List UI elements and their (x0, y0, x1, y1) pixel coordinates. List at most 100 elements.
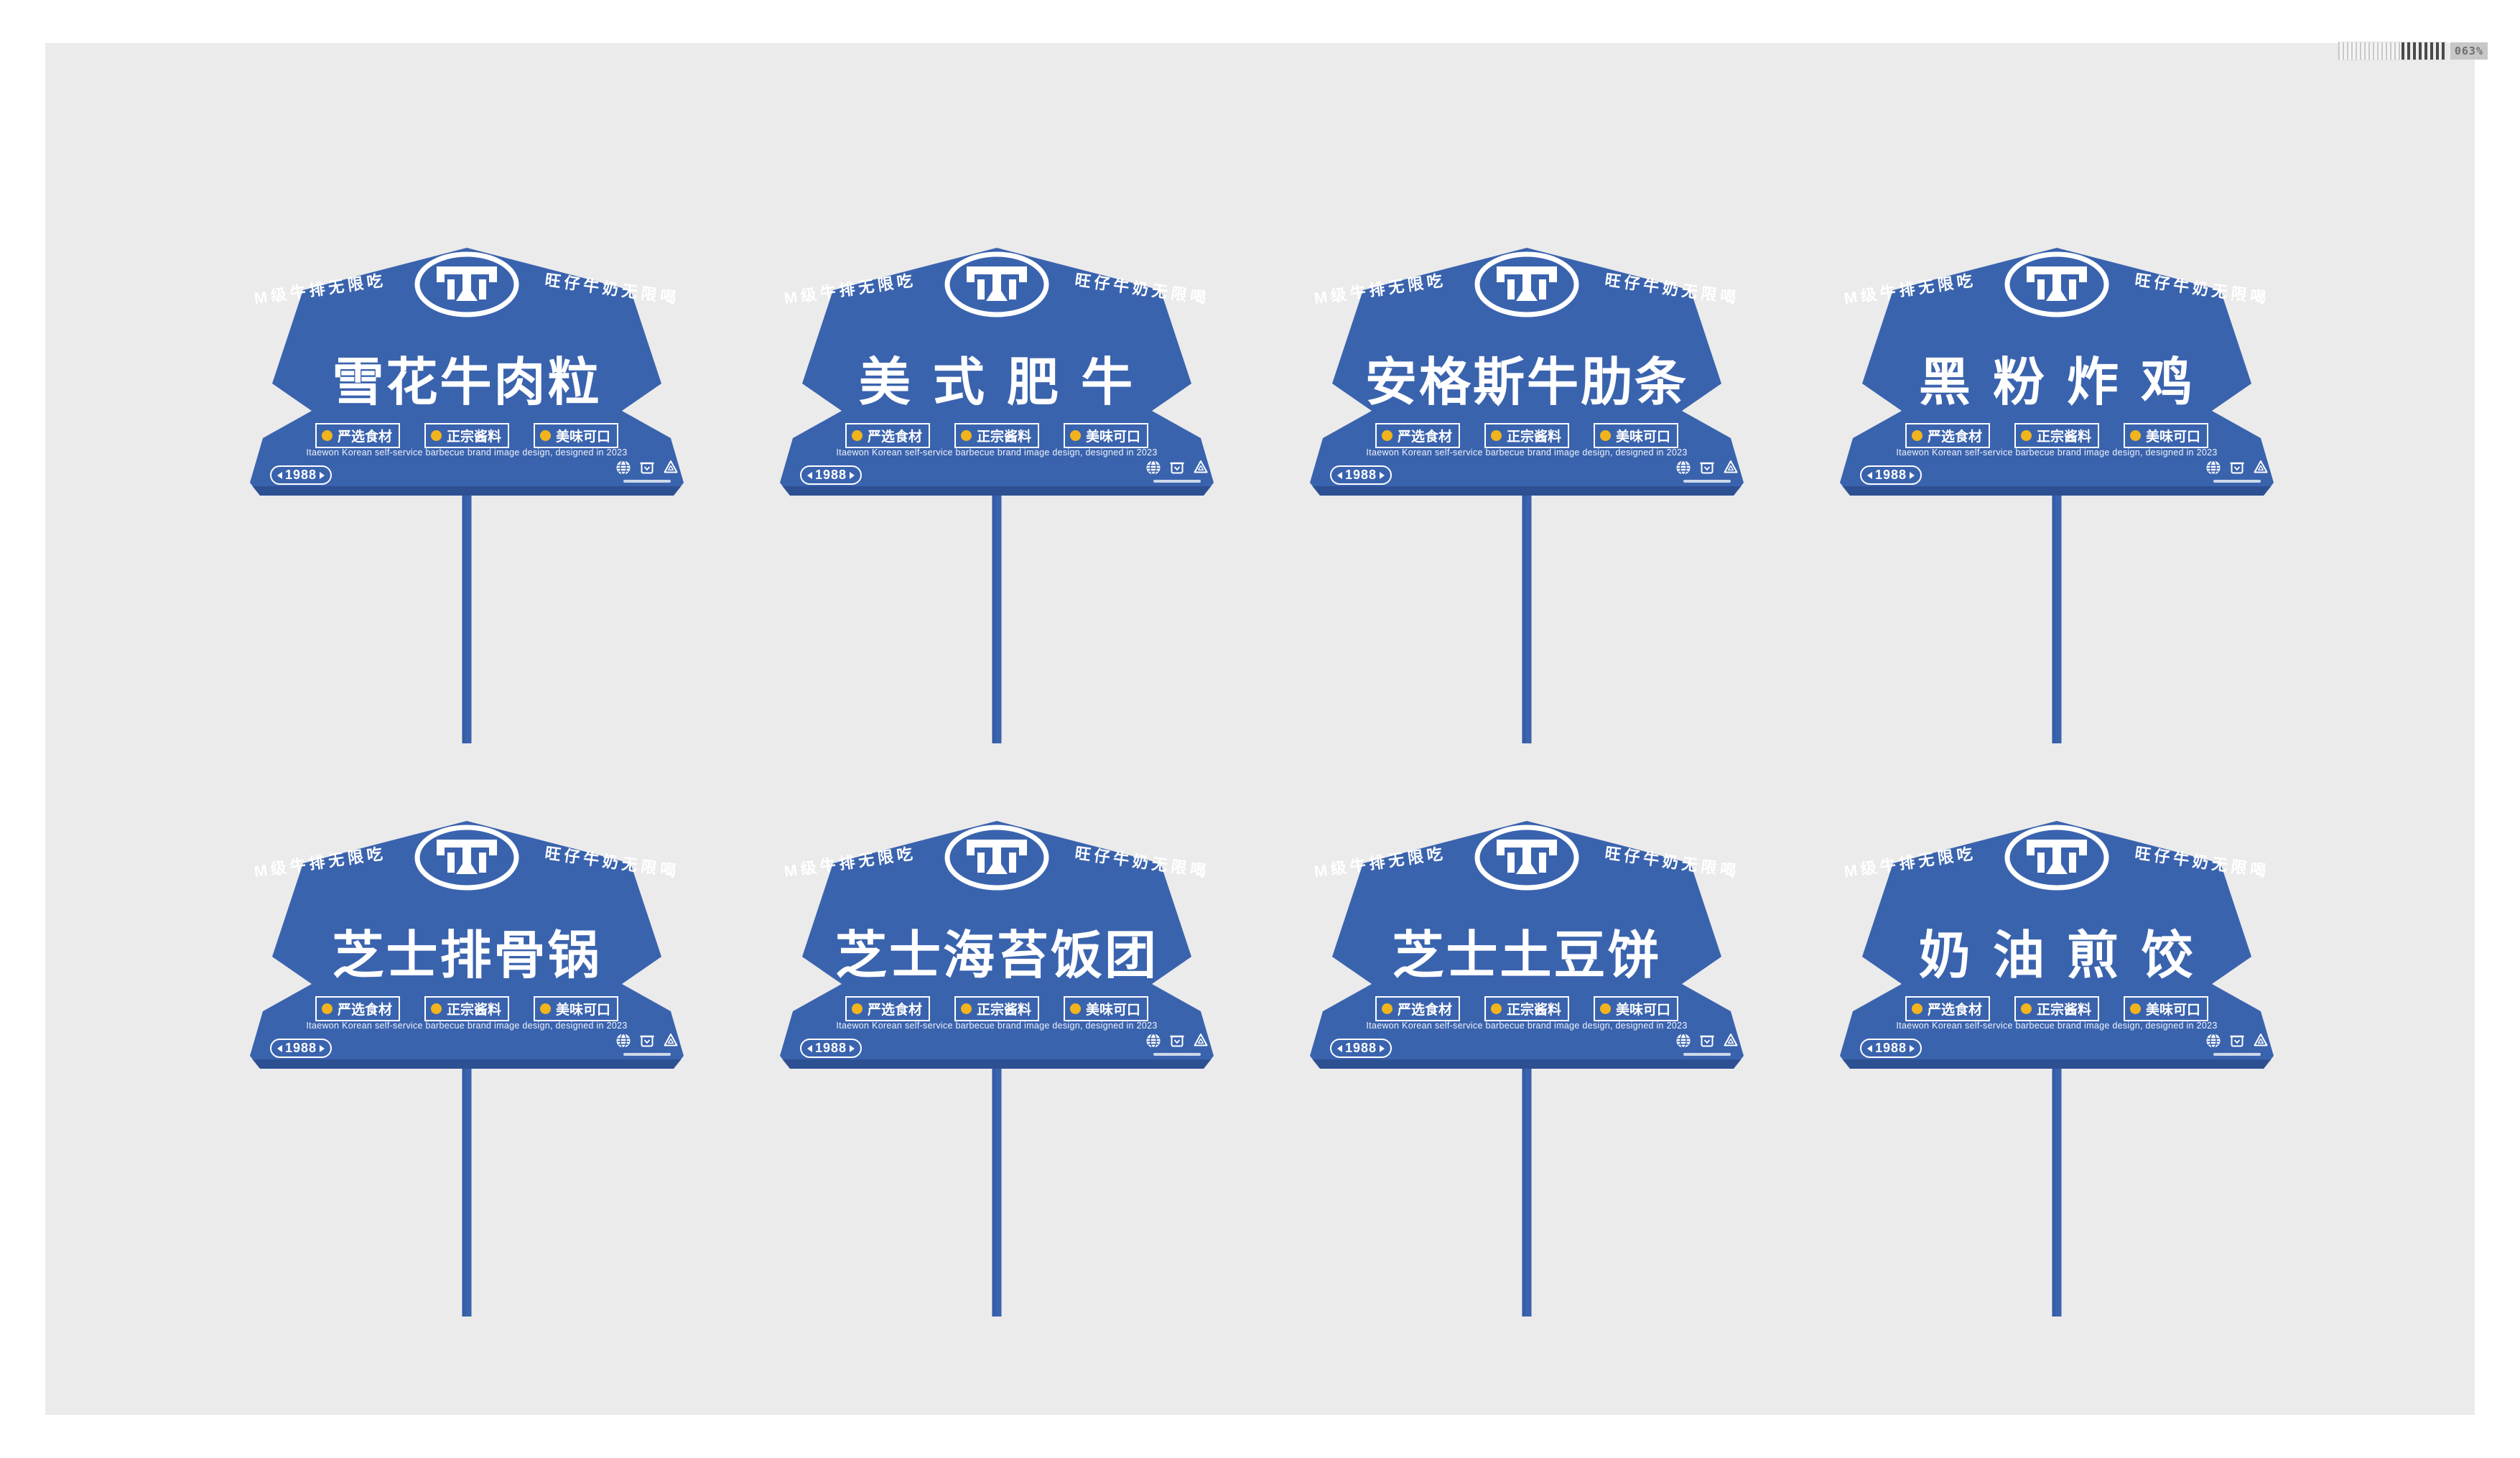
chevron-left-icon (277, 1044, 282, 1052)
dish-title: 雪花牛肉粒 (332, 352, 602, 412)
feature-badge: 美味可口 (1594, 423, 1679, 448)
year-badge: 1988 (270, 1039, 333, 1058)
year-label: 1988 (1875, 468, 1907, 482)
icons-microtext (1153, 480, 1201, 483)
yellow-dot-icon (960, 1003, 972, 1014)
recycle-icon (664, 1034, 678, 1046)
feature-badge-label: 正宗酱料 (446, 429, 501, 445)
cert-icons-row (614, 1031, 680, 1050)
feature-badge: 正宗酱料 (1484, 996, 1569, 1021)
icons-microtext (623, 1053, 671, 1056)
yellow-dot-icon (1490, 430, 1502, 441)
caption-en: Itaewon Korean self-service barbecue bra… (1366, 447, 1688, 458)
sign-stick (2052, 496, 2062, 743)
year-badge: 1988 (270, 465, 333, 485)
caption-en: Itaewon Korean self-service barbecue bra… (306, 1021, 628, 1031)
sign-board: M级牛排无限吃 旺仔牛奶无限喝 美 式 肥 牛 严选食材 (760, 246, 1234, 496)
feature-badge-label: 严选食材 (337, 429, 392, 445)
caption-en: Itaewon Korean self-service barbecue bra… (1896, 1021, 2218, 1031)
feature-badge: 美味可口 (534, 996, 619, 1021)
menu-sign: M级牛排无限吃 旺仔牛奶无限喝 芝士土豆饼 严选食材 (1290, 819, 1764, 1317)
recycle-icon (1724, 1034, 1738, 1046)
feature-badge-label: 正宗酱料 (446, 1003, 501, 1018)
year-label: 1988 (285, 1041, 317, 1055)
year-badge: 1988 (1860, 465, 1922, 485)
brand-logo-icon (943, 251, 1051, 318)
yellow-dot-icon (2130, 430, 2141, 441)
board-shape (780, 821, 1214, 1069)
brand-logo-icon (943, 824, 1051, 891)
cert-icons (1668, 458, 1747, 483)
cup-icon (2230, 462, 2244, 474)
artboard-canvas: 063% M级牛排无限吃 旺仔牛奶无限喝 雪 (45, 42, 2488, 1415)
board-shape (1310, 821, 1744, 1069)
globe-icon (1676, 460, 1691, 475)
barcode-ruler-icon (2337, 42, 2447, 60)
cup-icon (1700, 1035, 1714, 1047)
cert-icons (1668, 1031, 1747, 1056)
feature-badge-label: 严选食材 (867, 429, 922, 445)
feature-badges: 严选食材 正宗酱料 美味可口 (760, 996, 1234, 1021)
board-shape (1840, 248, 2274, 496)
sign-board: M级牛排无限吃 旺仔牛奶无限喝 雪花牛肉粒 严选食材 (230, 246, 704, 496)
feature-badge: 严选食材 (1375, 996, 1460, 1021)
barcode-dark-segment (2401, 42, 2446, 60)
recycle-icon (2254, 460, 2268, 473)
board-shape (1840, 821, 2274, 1069)
sign-board: M级牛排无限吃 旺仔牛奶无限喝 奶 油 煎 饺 严选食材 (1820, 819, 2294, 1069)
brand-logo-icon (2003, 251, 2111, 318)
year-badge: 1988 (1330, 1039, 1392, 1058)
chevron-left-icon (807, 1044, 812, 1052)
dish-title: 美 式 肥 牛 (858, 352, 1135, 412)
sign-stick (992, 1069, 1002, 1317)
chevron-left-icon (1867, 471, 1872, 479)
feature-badge: 正宗酱料 (954, 423, 1039, 448)
feature-badges: 严选食材 正宗酱料 美味可口 (1290, 996, 1764, 1021)
cert-icons (1138, 458, 1217, 483)
feature-badge-label: 正宗酱料 (976, 1003, 1031, 1018)
sign-board: M级牛排无限吃 旺仔牛奶无限喝 安格斯牛肋条 严选食材 (1290, 246, 1764, 496)
feature-badges: 严选食材 正宗酱料 美味可口 (230, 996, 704, 1021)
icons-microtext (1153, 1053, 1201, 1056)
dish-title: 奶 油 煎 饺 (1918, 925, 2195, 985)
feature-badge: 美味可口 (534, 423, 619, 448)
globe-icon (1146, 1033, 1161, 1049)
menu-sign: M级牛排无限吃 旺仔牛奶无限喝 雪花牛肉粒 严选食材 (230, 246, 704, 743)
recycle-icon (2254, 1034, 2268, 1046)
yellow-dot-icon (540, 1003, 551, 1014)
yellow-dot-icon (960, 430, 972, 441)
year-badge: 1988 (1860, 1039, 1922, 1058)
year-label: 1988 (815, 468, 847, 482)
feature-badge-label: 美味可口 (1086, 1003, 1141, 1018)
menu-sign: M级牛排无限吃 旺仔牛奶无限喝 芝士海苔饭团 严选食材 (760, 819, 1234, 1317)
dish-title: 黑 粉 炸 鸡 (1918, 352, 2195, 412)
brand-logo-icon (413, 251, 521, 318)
yellow-dot-icon (321, 1003, 333, 1014)
icons-microtext (2213, 1053, 2261, 1056)
cert-icons-row (1144, 1031, 1210, 1050)
zoom-indicator: 063% (2337, 42, 2488, 60)
icons-microtext (1683, 480, 1731, 483)
feature-badge: 正宗酱料 (424, 996, 509, 1021)
cert-icons (2198, 458, 2277, 483)
yellow-dot-icon (1381, 1003, 1392, 1014)
icons-microtext (2213, 480, 2261, 483)
feature-badge: 美味可口 (2124, 996, 2209, 1021)
chevron-left-icon (277, 471, 282, 479)
year-badge: 1988 (1330, 465, 1392, 485)
recycle-icon (1194, 460, 1208, 473)
cert-icons-row (1144, 458, 1210, 477)
chevron-right-icon (1910, 1044, 1915, 1052)
feature-badge: 正宗酱料 (424, 423, 509, 448)
menu-sign: M级牛排无限吃 旺仔牛奶无限喝 黑 粉 炸 鸡 严选食材 (1820, 246, 2294, 743)
caption-en: Itaewon Korean self-service barbecue bra… (836, 447, 1158, 458)
chevron-left-icon (1337, 471, 1342, 479)
feature-badge: 严选食材 (845, 423, 930, 448)
icons-microtext (1683, 1053, 1731, 1056)
icons-microtext (623, 480, 671, 483)
feature-badge: 美味可口 (1594, 996, 1679, 1021)
brand-logo-icon (2003, 824, 2111, 891)
globe-icon (1676, 1033, 1691, 1049)
sign-board: M级牛排无限吃 旺仔牛奶无限喝 芝士土豆饼 严选食材 (1290, 819, 1764, 1069)
year-badge: 1988 (800, 1039, 863, 1058)
